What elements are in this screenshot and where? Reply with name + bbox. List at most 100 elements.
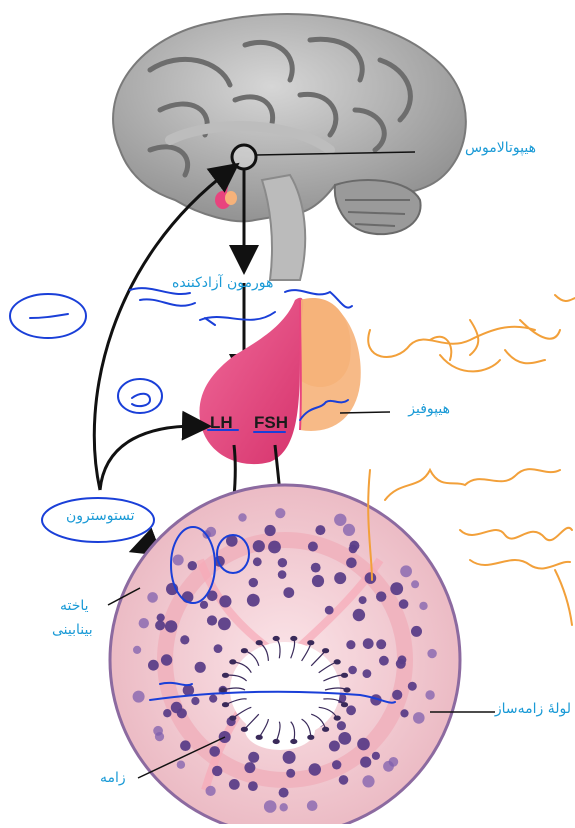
- tubule-cell: [425, 690, 434, 699]
- tubule-cell: [311, 563, 321, 573]
- brain-illustration: [113, 14, 466, 280]
- label-lh: LH: [210, 413, 233, 433]
- tubule-cell: [147, 592, 158, 603]
- tubule-cell: [283, 751, 296, 764]
- tubule-cell: [337, 721, 346, 730]
- tubule-cell: [279, 788, 289, 798]
- tubule-cell: [400, 565, 412, 577]
- tubule-cell: [329, 741, 340, 752]
- tubule-cell: [383, 761, 394, 772]
- tubule-cell: [218, 617, 231, 630]
- tubule-cell: [264, 800, 277, 813]
- tubule-cell: [392, 690, 402, 700]
- tubule-cell: [332, 760, 341, 769]
- tubule-cell: [165, 620, 177, 632]
- tubule-cell: [357, 738, 370, 751]
- tubule-cell: [339, 775, 349, 785]
- tubule-cell: [278, 558, 287, 567]
- tubule-cell: [334, 572, 346, 584]
- tubule-cell: [249, 578, 258, 587]
- label-testosterone: تستوسترون: [66, 508, 135, 524]
- tubule-cell: [286, 769, 295, 778]
- tubule-cell: [209, 746, 220, 757]
- tubule-cell: [398, 655, 407, 664]
- tubule-cell: [363, 669, 372, 678]
- tubule-cell: [229, 779, 240, 790]
- tubule-cell: [278, 570, 287, 579]
- tubule-cell: [148, 660, 159, 671]
- tubule-cell: [207, 615, 217, 625]
- tubule-cell: [408, 682, 417, 691]
- tubule-cell: [419, 602, 427, 610]
- ink-circle-2: [118, 379, 162, 413]
- tubule-cell: [353, 609, 365, 621]
- tubule-cell: [359, 596, 367, 604]
- tubule-cell: [413, 712, 425, 724]
- tubule-cell: [379, 656, 389, 666]
- tubule-cell: [349, 545, 358, 554]
- tubule-cell: [155, 620, 165, 630]
- tubule-cell: [372, 752, 380, 760]
- seminiferous-tubule: [110, 485, 460, 824]
- tubule-cell: [180, 635, 189, 644]
- tubule-cell: [177, 761, 185, 769]
- tubule-cell: [212, 766, 222, 776]
- tubule-cell: [275, 508, 285, 518]
- label-seminiferous-tubule: لولهٔ زامه‌ساز: [495, 701, 571, 717]
- tubule-cell: [265, 525, 276, 536]
- tubule-cell: [180, 740, 191, 751]
- tubule-cell: [133, 646, 141, 654]
- tubule-cell: [400, 709, 408, 717]
- tubule-cell: [283, 587, 294, 598]
- tubule-cell: [248, 752, 259, 763]
- label-interstitial-cell-line2: بینابینی: [52, 622, 93, 638]
- tubule-cell: [244, 762, 255, 773]
- tubule-cell: [309, 763, 321, 775]
- tubule-cell: [200, 601, 208, 609]
- label-sperm: زامه: [100, 770, 126, 786]
- tubule-cell: [253, 557, 262, 566]
- tubule-cell: [188, 561, 197, 570]
- tubule-cell: [363, 638, 374, 649]
- tubule-cell: [173, 555, 184, 566]
- tubule-cell: [195, 662, 206, 673]
- tubule-cell: [214, 644, 223, 653]
- tubule-cell: [157, 614, 165, 622]
- tubule-cell: [334, 514, 346, 526]
- tubule-cell: [312, 575, 324, 587]
- tubule-cell: [268, 541, 281, 554]
- tubule-cell: [163, 709, 171, 717]
- label-interstitial-cell-line1: یاخته: [60, 598, 89, 614]
- label-releasing-hormone: هورمون آزادکننده: [172, 275, 273, 291]
- arrow-feedback-pituitary: [100, 426, 200, 490]
- tubule-cell: [346, 558, 357, 569]
- tubule-cell: [209, 695, 217, 703]
- tubule-cell: [411, 580, 419, 588]
- tubule-cell: [238, 513, 246, 521]
- tubule-cell: [427, 649, 436, 658]
- tubule-cell: [161, 654, 172, 665]
- tubule-cell: [399, 599, 409, 609]
- pituitary-leader-line: [340, 412, 390, 413]
- tubule-cell: [307, 800, 318, 811]
- tubule-cell: [343, 524, 355, 536]
- tubule-cell: [346, 705, 356, 715]
- tubule-cell: [248, 781, 258, 791]
- label-fsh: FSH: [254, 413, 288, 433]
- tubule-cell: [315, 525, 325, 535]
- tubule-cell: [139, 618, 149, 628]
- tubule-cell: [280, 803, 288, 811]
- tubule-cell: [338, 732, 351, 745]
- label-pituitary: هیپوفیز: [408, 401, 450, 417]
- tubule-cell: [253, 540, 265, 552]
- hypothalamus-marker: [232, 145, 256, 169]
- tubule-cell: [346, 640, 355, 649]
- tubule-cell: [247, 594, 260, 607]
- tubule-cell: [362, 775, 374, 787]
- tubule-cell: [308, 542, 318, 552]
- tubule-cell: [206, 786, 216, 796]
- tubule-cell: [325, 606, 334, 615]
- tubule-cell: [348, 666, 357, 675]
